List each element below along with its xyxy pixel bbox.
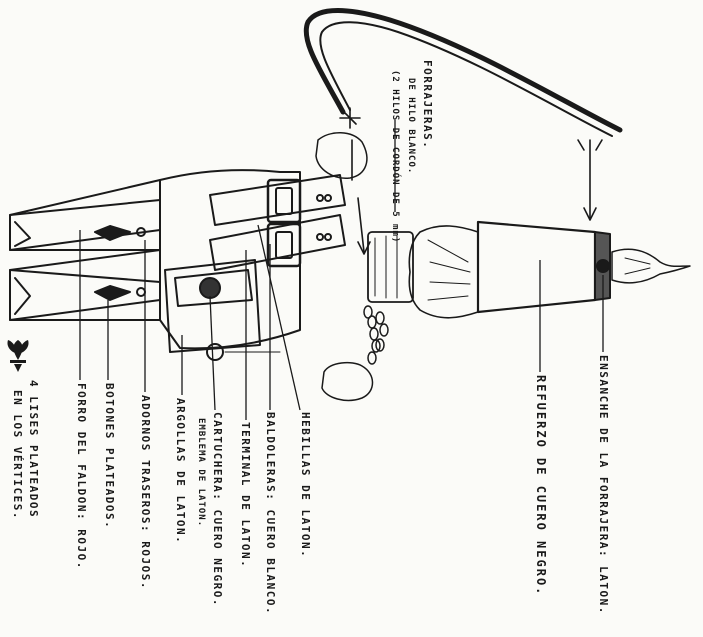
lises-label-2: EN LOS VÉRTICES. [12, 390, 23, 520]
botones-label: BOTONES PLATEADOS. [104, 383, 115, 529]
baldoleras-label: BALDOLERAS: CUERO BLANCO. [265, 412, 276, 615]
forrajeras-title: FORRAJERAS. [422, 60, 433, 149]
refuerzo-label: REFUERZO DE CUERO NEGRO. [535, 375, 547, 596]
lises-label-1: 4 LISES PLATEADOS [28, 380, 39, 518]
cartuchera-label: CARTUCHERA: CUERO NEGRO. [212, 412, 223, 607]
fleur-de-lis-icon [7, 340, 28, 372]
terminal-label: TERMINAL DE LATON. [240, 422, 251, 568]
forrajeras-sub1: DE HILO BLANCO. [406, 78, 415, 174]
leader-lines [80, 120, 603, 420]
forro-label: FORRO DEL FALDON: ROJO. [76, 383, 87, 570]
shako [368, 222, 690, 318]
forrajeras-sub2: (2 HILOS DE CORDÓN DE 5 mm) [390, 70, 399, 243]
hebillas-label: HEBILLAS DE LATON. [300, 412, 311, 558]
adornos-label: ADORNOS TRASEROS: ROJOS. [140, 395, 151, 590]
ensanche-label: ENSANCHE DE LA FORRAJERA: LATON. [598, 355, 609, 615]
forrajeras-cord [306, 11, 620, 137]
emblema-label: EMBLEMA DE LATON. [196, 418, 205, 527]
belts-buckles [210, 175, 345, 270]
tunic-tails [10, 170, 300, 348]
argollas-label: ARGOLLAS DE LATON. [175, 398, 186, 544]
